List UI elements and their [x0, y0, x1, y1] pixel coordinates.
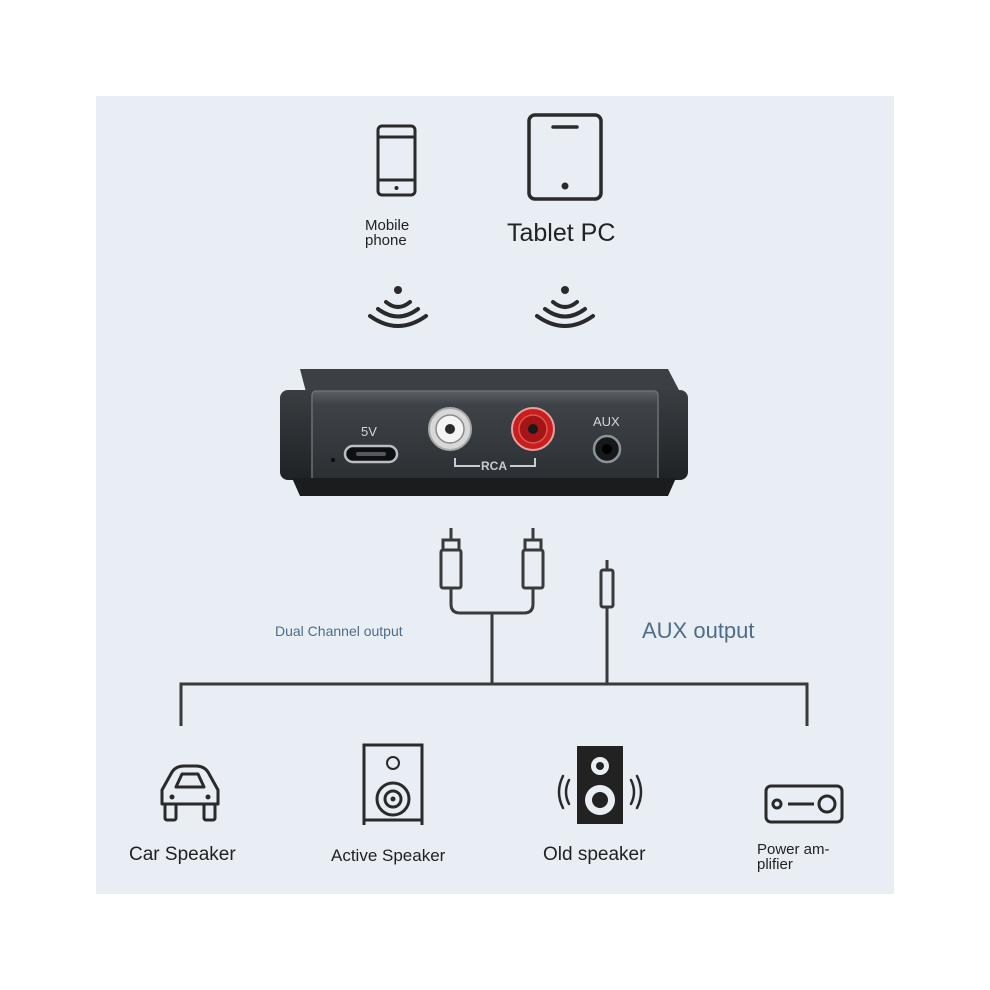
power-amplifier-label-line2: plifier: [757, 856, 793, 873]
port-5v-label: 5V: [361, 424, 377, 439]
distribution-lines: [179, 682, 809, 726]
port-aux-label: AUX: [593, 414, 620, 429]
wireless-signal-icon: [535, 286, 595, 328]
old-speaker-label: Old speaker: [543, 844, 646, 865]
bluetooth-receiver-device: [280, 369, 688, 496]
car-speaker-label: Car Speaker: [129, 844, 236, 865]
car-speaker-icon: [160, 764, 220, 822]
dual-channel-output-label: Dual Channel output: [275, 623, 403, 639]
wireless-signal-icon: [368, 286, 428, 328]
active-speaker-label: Active Speaker: [331, 846, 446, 865]
mobile-phone-label-line2: phone: [365, 232, 407, 249]
tablet-pc-label: Tablet PC: [507, 219, 616, 247]
active-speaker-icon: [362, 743, 424, 825]
port-rca-label: RCA: [481, 459, 507, 473]
rca-cable: [439, 528, 545, 684]
mobile-phone-icon: [376, 124, 417, 197]
power-amplifier-icon: [764, 784, 844, 824]
aux-output-label: AUX output: [642, 618, 755, 643]
tablet-icon: [527, 113, 603, 201]
old-speaker-icon: [557, 746, 643, 824]
power-amplifier-label-line1: Power am-: [757, 841, 830, 858]
aux-cable: [599, 560, 615, 684]
mobile-phone-label-line1: Mobile: [365, 217, 410, 234]
